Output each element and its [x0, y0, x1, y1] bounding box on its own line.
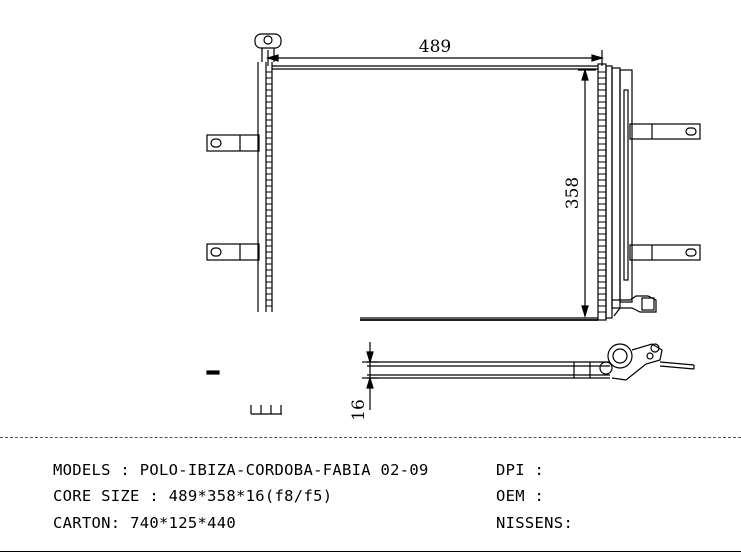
left-bracket-bottom	[206, 243, 260, 261]
bottom-rule	[0, 551, 741, 552]
right-bracket-bottom	[629, 244, 701, 261]
left-bracket-top	[206, 134, 260, 152]
models-label: MODELS	[53, 461, 111, 479]
carton-row: CARTON: 740*125*440	[53, 514, 236, 532]
top-fitting	[254, 33, 282, 62]
width-dimension-label: 489	[419, 37, 451, 57]
oem-separator: :	[524, 487, 545, 505]
nissens-row: NISSENS:	[496, 514, 573, 532]
nissens-label: NISSENS	[496, 514, 564, 532]
carton-label: CARTON	[53, 514, 111, 532]
oem-label: OEM	[496, 487, 525, 505]
oem-row: OEM :	[496, 487, 544, 505]
core-size-label: CORE SIZE	[53, 487, 140, 505]
carton-value: 740*125*440	[130, 514, 237, 532]
models-separator: :	[110, 461, 140, 479]
nissens-separator: :	[563, 514, 574, 532]
dpi-row: DPI :	[496, 461, 544, 479]
condenser-core	[272, 65, 598, 321]
models-row: MODELS : POLO-IBIZA-CORDOBA-FABIA 02-09	[53, 461, 429, 479]
dashed-divider	[0, 437, 741, 438]
condenser-technical-drawing: 489 358 16	[206, 33, 701, 421]
bottom-outlet-fitting	[612, 295, 657, 317]
right-bracket-top	[629, 123, 701, 140]
bottom-view	[367, 343, 695, 381]
models-value: POLO-IBIZA-CORDOBA-FABIA 02-09	[139, 461, 429, 479]
left-fin-edge	[266, 71, 272, 307]
core-size-row: CORE SIZE : 489*358*16(f8/f5)	[53, 487, 332, 505]
dpi-label: DPI	[496, 461, 525, 479]
left-small-markers	[206, 370, 282, 415]
left-header-tank	[257, 62, 273, 312]
core-size-value: 489*358*16(f8/f5)	[168, 487, 333, 505]
depth-dimension	[362, 342, 378, 410]
depth-dimension-label: 16	[349, 399, 369, 421]
dpi-separator: :	[524, 461, 545, 479]
right-fin-edge	[598, 71, 606, 313]
height-dimension	[578, 67, 596, 319]
height-dimension-label: 358	[563, 177, 583, 209]
carton-separator: :	[110, 514, 131, 532]
width-dimension	[265, 50, 605, 66]
core-size-separator: :	[139, 487, 169, 505]
